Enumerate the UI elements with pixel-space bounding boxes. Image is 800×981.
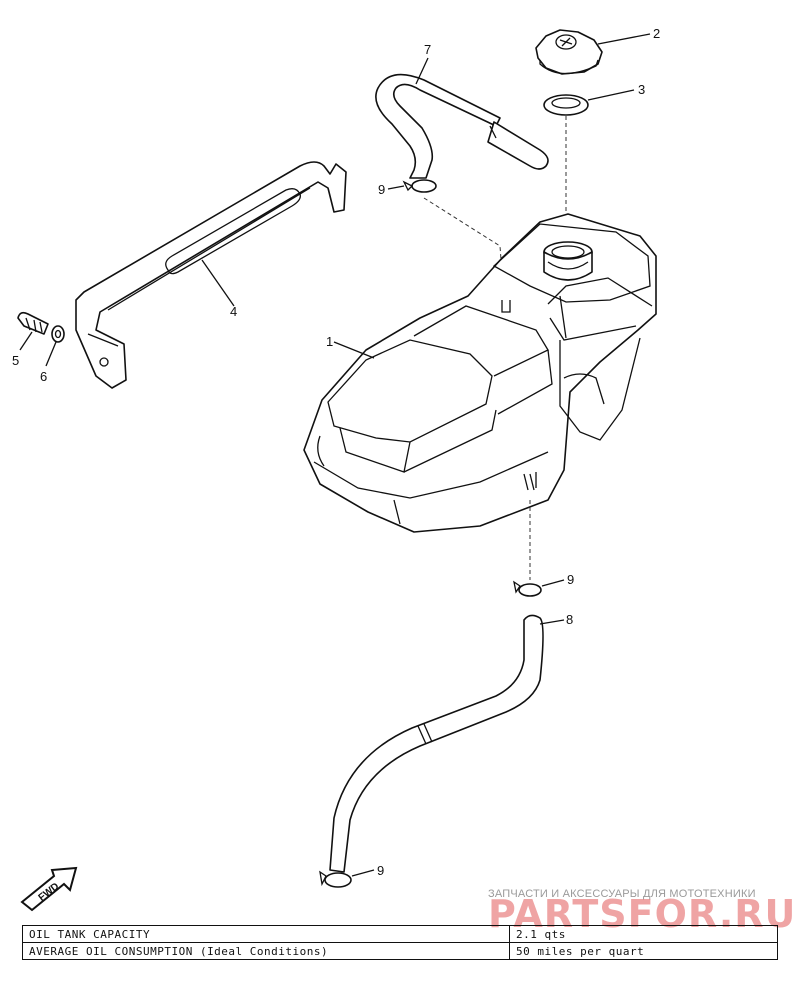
callout-9-upper: 9 bbox=[378, 182, 385, 197]
cap-gasket bbox=[543, 94, 589, 116]
oil-delivery-hose bbox=[329, 614, 544, 873]
callout-5: 5 bbox=[12, 353, 19, 368]
bolt bbox=[17, 311, 49, 335]
callout-6: 6 bbox=[40, 369, 47, 384]
oil-tank bbox=[303, 213, 657, 533]
hose-clip-middle bbox=[513, 580, 542, 597]
fwd-arrow-icon: FWD bbox=[20, 866, 78, 912]
callout-9-lower: 9 bbox=[377, 863, 384, 878]
spec-value: 50 miles per quart bbox=[509, 942, 778, 960]
callout-4: 4 bbox=[230, 304, 237, 319]
breather-hose bbox=[375, 73, 549, 179]
spec-value: 2.1 qts bbox=[509, 925, 778, 943]
table-row: AVERAGE OIL CONSUMPTION (Ideal Condition… bbox=[22, 942, 778, 960]
spec-table: OIL TANK CAPACITY 2.1 qts AVERAGE OIL CO… bbox=[22, 925, 778, 960]
filler-cap bbox=[535, 29, 603, 75]
hose-clip-upper bbox=[402, 179, 437, 193]
fwd-label: FWD bbox=[37, 881, 62, 904]
washer bbox=[51, 325, 65, 343]
callout-1: 1 bbox=[326, 334, 333, 349]
spec-label: AVERAGE OIL CONSUMPTION (Ideal Condition… bbox=[22, 942, 510, 960]
watermark-tagline: ЗАПЧАСТИ И АКСЕССУАРЫ ДЛЯ МОТОТЕХНИКИ bbox=[488, 888, 756, 900]
hose-clip-lower bbox=[319, 870, 352, 888]
callout-8: 8 bbox=[566, 612, 573, 627]
table-row: OIL TANK CAPACITY 2.1 qts bbox=[22, 925, 778, 943]
callout-3: 3 bbox=[638, 82, 645, 97]
callout-2: 2 bbox=[653, 26, 660, 41]
spec-label: OIL TANK CAPACITY bbox=[22, 925, 510, 943]
callout-7: 7 bbox=[424, 42, 431, 57]
callout-9-middle: 9 bbox=[567, 572, 574, 587]
mounting-bracket bbox=[75, 161, 347, 389]
